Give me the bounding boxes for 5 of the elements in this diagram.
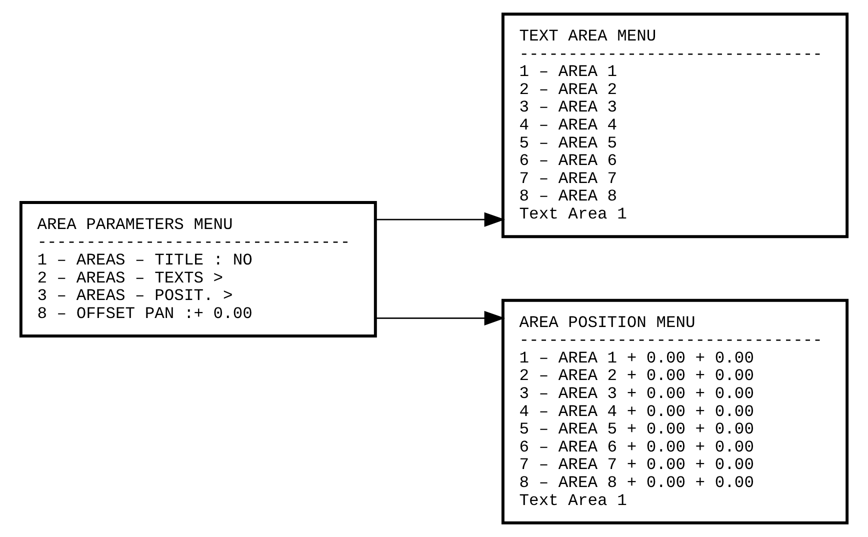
node-box: TEXT AREA MENU ------------------------------- 1 – AREA 1 2 – AREA 2 3 – AREA 3 4 – AREA 4 5 – AREA 5 6 – AREA 6 7 – AREA 7 8 – AREA 8 Text Area 1 [501,12,849,238]
arrow [376,212,506,227]
node-box: AREA PARAMETERS MENU -------------------------------- 1 – AREAS – TITLE : NO 2 – AREAS – TEXTS > 3 – AREAS – POSIT. > 8 – OFFSET PAN :+ 0.00 [19,201,377,338]
arrow [376,310,506,326]
node-box: AREA POSITION MENU ------------------------------- 1 – AREA 1 + 0.00 + 0.00 2 – AREA 2 + 0.00 + 0.00 3 – AREA 3 + 0.00 + 0.00 4 – AREA 4 + 0.00 + 0.00 5 – AREA 5 + 0.00 + 0.00 6 – AREA 6 + 0.00 + 0.00 7 – AREA 7 + 0.00 + 0.00 8 – AREA 8 + 0.00 + 0.00 Text Area 1 [501,298,849,524]
